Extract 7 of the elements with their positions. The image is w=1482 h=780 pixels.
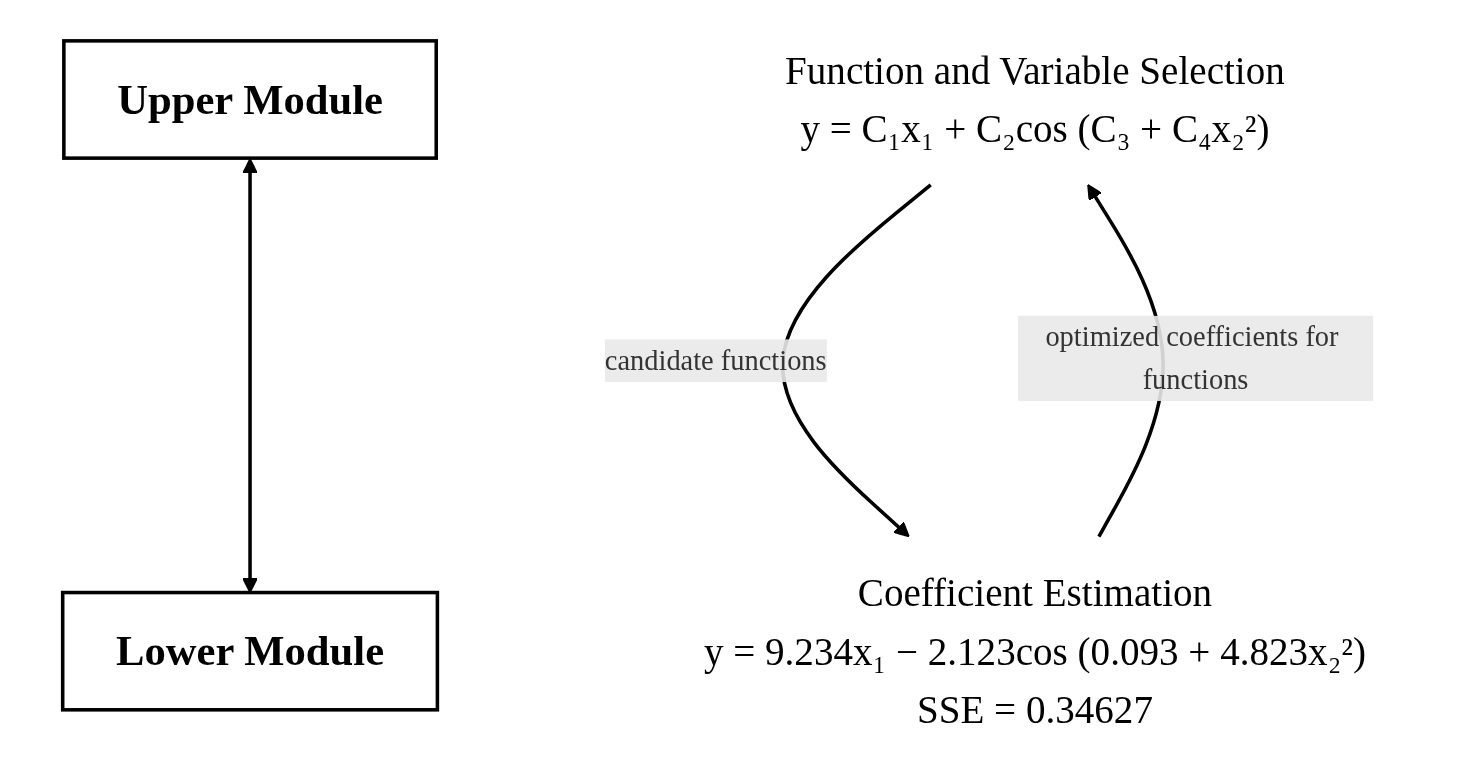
node-text: Coefficient Estimation y = 9.234x₁ − 2.123cos (0.093 + 4.823x₂²) SSE = 0.34627 <box>703 570 1367 733</box>
edge-label: optimized coefficients for functions <box>1045 321 1339 394</box>
edge-label: candidate functions <box>604 344 827 375</box>
node-text: Function and Variable Selection y = C₁x₁ + C₂cos (C₃ + C₄x₂²) <box>785 47 1285 152</box>
node-box: Upper Module <box>62 39 438 160</box>
arrow <box>781 183 932 538</box>
node-box: Lower Module <box>60 590 440 712</box>
